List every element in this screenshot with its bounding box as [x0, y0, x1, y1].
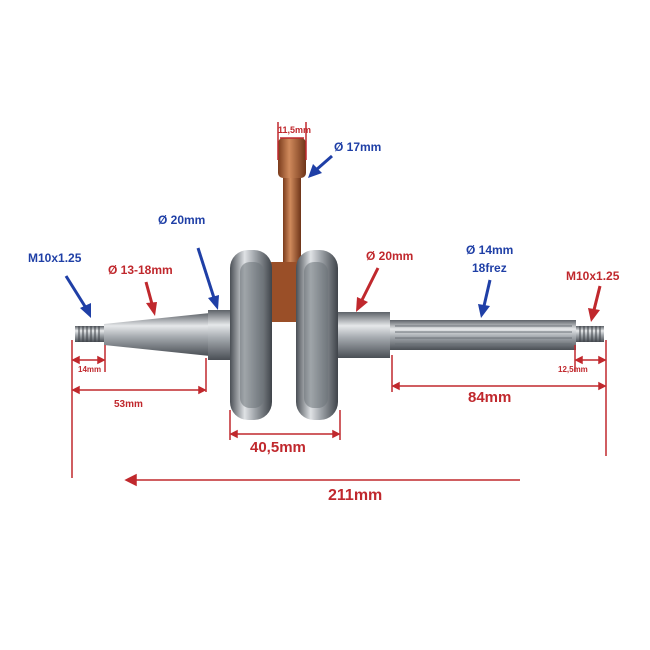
taper-dia-label: Ø 13-18mm	[108, 263, 173, 277]
arrow-right-thread	[592, 285, 602, 311]
spline-count-label: 18frez	[472, 261, 507, 275]
right-bearing-dia-label: Ø 20mm	[366, 249, 413, 263]
pin-width-label: 11,5mm	[278, 125, 311, 135]
spline-dia-label: Ø 14mm	[466, 243, 513, 257]
small-end	[278, 138, 306, 178]
right-thread-length-label: 12,5mm	[558, 365, 588, 374]
left-thread-grooves	[78, 326, 100, 342]
left-taper-shaft	[104, 313, 210, 356]
spline-lines	[395, 325, 572, 345]
left-thread-length-label: 14mm	[78, 365, 101, 374]
right-bearing-journal	[338, 312, 390, 358]
dimension-lines	[71, 122, 607, 487]
arrow-taper	[144, 281, 154, 305]
right-thread-grooves	[579, 326, 601, 342]
left-shaft-length-label: 53mm	[114, 399, 143, 410]
connecting-rod	[283, 165, 301, 275]
crankshaft-part	[75, 138, 604, 420]
pointer-arrows	[64, 154, 602, 322]
right-thread-label: M10x1.25	[566, 269, 620, 283]
arrow-right-bearing	[360, 267, 380, 301]
left-bearing-journal	[208, 310, 232, 360]
arrow-small-end	[315, 154, 333, 172]
dimension-labels: 11,5mm Ø 17mm Ø 20mm M10x1.25 Ø 13-18mm …	[28, 125, 620, 504]
total-length-label: 211mm	[328, 487, 382, 504]
right-thread-end	[576, 326, 604, 342]
right-shaft-length-label: 84mm	[468, 389, 511, 406]
arrow-left-bearing	[196, 247, 216, 299]
left-bearing-dia-label: Ø 20mm	[158, 213, 205, 227]
small-end-dia-label: Ø 17mm	[334, 140, 381, 154]
arrow-spline	[482, 279, 492, 307]
spline-shaft	[390, 320, 576, 350]
arrow-left-thread	[64, 275, 88, 309]
web-width-label: 40,5mm	[250, 439, 306, 456]
left-thread-label: M10x1.25	[28, 251, 82, 265]
